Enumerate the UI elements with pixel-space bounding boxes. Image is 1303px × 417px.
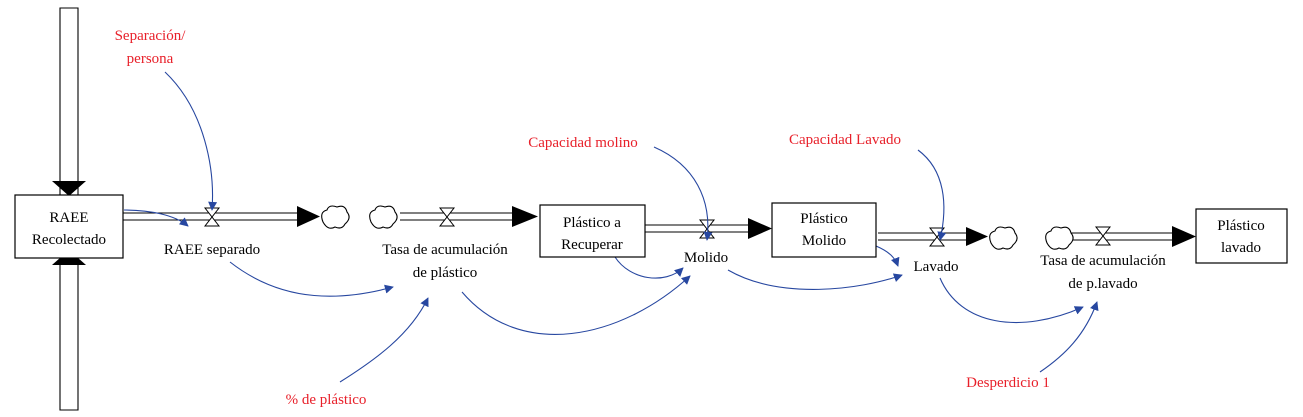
stock-plastico-a-recuperar[interactable]: Plástico a Recuperar (539, 204, 646, 258)
link-desperdicio-to-tasa-plavado (1039, 301, 1099, 373)
stock-label-line2: Recolectado (32, 232, 106, 248)
cloud-icon (369, 205, 398, 229)
flow-arrowhead (1172, 226, 1196, 247)
cloud-icon (1045, 226, 1074, 250)
valve-tasa-plastico (438, 207, 456, 227)
flow-label-tasa-plastico-line1: Tasa de acumulación (382, 242, 508, 258)
link-caplavado-to-lavado (917, 149, 947, 241)
flow-label-raee-separado: RAEE separado (164, 242, 260, 258)
auxiliary-labels: Separación/ persona Capacidad molino Cap… (115, 28, 1050, 408)
link-separacion-to-raee-separado (164, 71, 218, 211)
link-molido-stock-to-lavado (875, 245, 900, 267)
flow-label-tasa-plastico-line2: de plástico (413, 265, 478, 281)
valve-tasa-plavado (1094, 226, 1112, 246)
flow-arrowhead (52, 181, 86, 196)
flow-pipes (59, 7, 1178, 411)
stock-label-line2: Recuperar (561, 237, 623, 253)
stock-label-line1: Plástico (800, 211, 848, 227)
stock-plastico-lavado[interactable]: Plástico lavado (1195, 208, 1288, 264)
link-raee-to-raee-separado (123, 209, 189, 227)
aux-desperdicio: Desperdicio 1 (966, 375, 1050, 391)
aux-capacidad-lavado: Capacidad Lavado (789, 132, 901, 148)
flow-label-tasa-plavado-line1: Tasa de acumulación (1040, 253, 1166, 269)
link-raee-separado-to-tasa (229, 261, 394, 297)
clouds (321, 205, 1279, 250)
flow-arrowhead (748, 218, 772, 239)
valve-raee-separado (203, 207, 221, 227)
aux-pct-plastico: % de plástico (286, 392, 367, 408)
stock-plastico-molido[interactable]: Plástico Molido (771, 202, 877, 258)
flow-label-tasa-plavado-line2: de p.lavado (1068, 276, 1137, 292)
flow-label-lavado: Lavado (914, 259, 959, 275)
stock-label-line1: Plástico (1217, 218, 1265, 234)
cloud-icon (989, 226, 1018, 250)
aux-capacidad-molino: Capacidad molino (528, 135, 638, 151)
flow-labels: RAEE separado Tasa de acumulación de plá… (164, 242, 1166, 292)
flow-valves (203, 207, 1112, 247)
link-lavado-to-tasa-plavado (939, 277, 1084, 324)
stock-raee-recolectado[interactable]: RAEE Recolectado (14, 194, 124, 259)
flow-label-molido: Molido (684, 250, 728, 266)
flow-arrowhead (512, 206, 538, 227)
link-pct-to-tasa (339, 297, 429, 383)
link-tasa-to-molido (461, 275, 691, 335)
flow-arrowhead (297, 206, 320, 227)
causal-links (123, 71, 1099, 383)
link-molido-to-lavado (727, 269, 903, 290)
stock-label-line1: RAEE (49, 210, 88, 226)
aux-separacion-line1: Separación/ (115, 28, 187, 44)
flow-arrowhead (966, 227, 988, 246)
stock-label-line1: Plástico a (563, 215, 621, 231)
link-plastico-to-molido (614, 256, 684, 279)
link-capmolino-to-molido (653, 146, 713, 241)
stock-label-line2: lavado (1221, 240, 1261, 256)
aux-separacion-line2: persona (127, 51, 174, 67)
stock-label-line2: Molido (802, 233, 846, 249)
cloud-icon (321, 205, 350, 229)
